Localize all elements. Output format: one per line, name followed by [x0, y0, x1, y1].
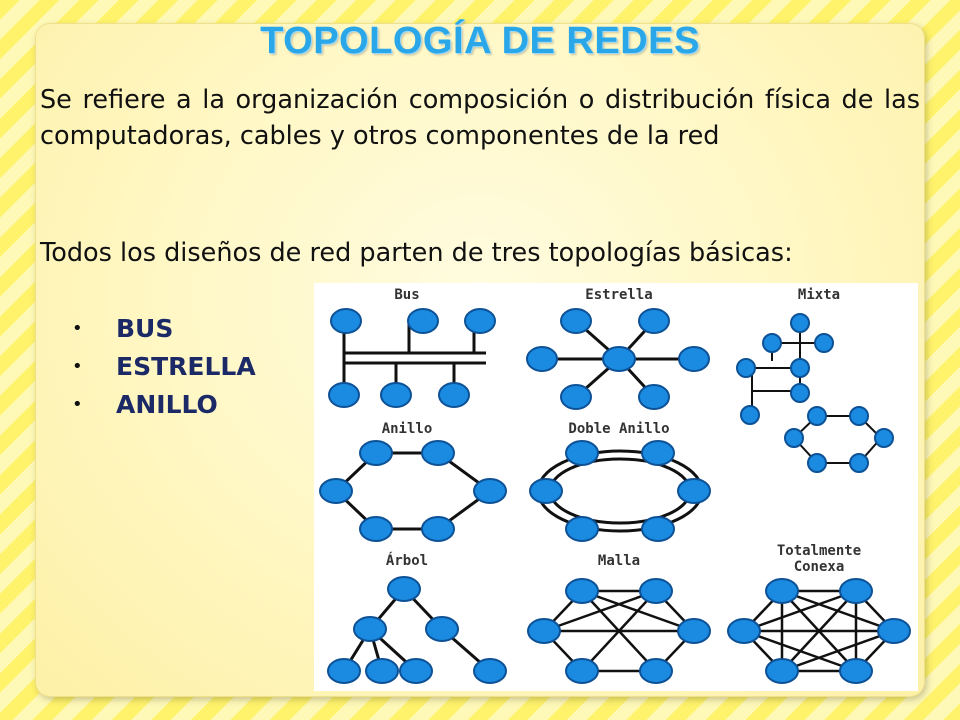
bullet-item-anillo: ANILLO [72, 386, 256, 424]
label-doble-anillo: Doble Anillo [568, 421, 669, 437]
label-bus: Bus [394, 287, 419, 303]
slide-title: TOPOLOGÍA DE REDES [260, 20, 700, 62]
topology-diagram-figure: Bus Estrella Mixta Anillo Doble Anillo Á… [314, 283, 918, 691]
label-conexa: Conexa [794, 559, 845, 575]
malla-topology [527, 578, 711, 684]
bullet-item-estrella: ESTRELLA [72, 348, 256, 386]
topology-diagram-svg: Bus Estrella Mixta Anillo Doble Anillo Á… [319, 287, 911, 684]
label-estrella: Estrella [585, 287, 652, 303]
definition-paragraph: Se refiere a la organización composición… [40, 85, 920, 151]
label-anillo: Anillo [382, 421, 433, 437]
totalmente-conexa-topology [727, 578, 911, 684]
bus-topology [328, 308, 496, 408]
label-mixta: Mixta [798, 287, 840, 303]
mixta-topology [736, 313, 894, 473]
anillo-topology [319, 440, 507, 542]
arbol-topology [327, 576, 507, 684]
estrella-topology [526, 308, 710, 410]
label-malla: Malla [598, 553, 640, 569]
topology-bullet-list: BUS ESTRELLA ANILLO [72, 310, 256, 424]
topologies-intro-paragraph: Todos los diseños de red parten de tres … [40, 238, 793, 268]
label-arbol: Árbol [386, 552, 428, 569]
label-totalmente: Totalmente [777, 543, 861, 559]
bullet-item-bus: BUS [72, 310, 256, 348]
doble-anillo-topology [529, 440, 711, 542]
